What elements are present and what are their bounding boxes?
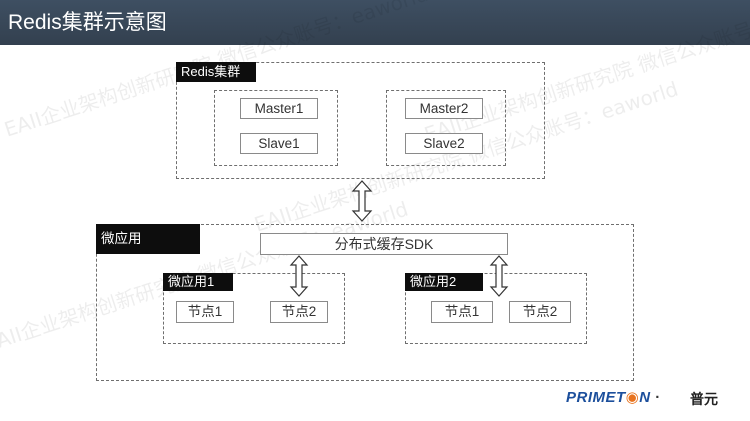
title-bar: Redis集群示意图 [0,0,750,45]
distributed-cache-sdk: 分布式缓存SDK [260,233,508,255]
micro-app-1-label: 微应用1 [163,273,233,291]
micro-app-box [96,224,634,381]
app1-node-2: 节点2 [270,301,328,323]
double-arrow-icon [489,255,509,297]
logo-brand: PRIMET◉N · [566,389,661,406]
primeton-logo: PRIMET◉N · 普元 [560,386,740,416]
redis-cluster-box [176,62,545,179]
micro-app-1-box [163,273,345,344]
slave-node-1: Slave1 [240,133,318,154]
redis-group-2 [386,90,506,166]
double-arrow-icon [289,255,309,297]
master-node-2: Master2 [405,98,483,119]
double-arrow-icon [351,180,373,222]
micro-app-2-label: 微应用2 [405,273,483,291]
master-node-1: Master1 [240,98,318,119]
app1-node-1: 节点1 [176,301,234,323]
micro-app-label: 微应用 [96,224,200,254]
app2-node-2: 节点2 [509,301,571,323]
logo-cn: 普元 [690,391,718,407]
redis-group-1 [214,90,338,166]
redis-cluster-label: Redis集群 [176,62,256,82]
page-title: Redis集群示意图 [8,11,167,34]
slave-node-2: Slave2 [405,133,483,154]
app2-node-1: 节点1 [431,301,493,323]
